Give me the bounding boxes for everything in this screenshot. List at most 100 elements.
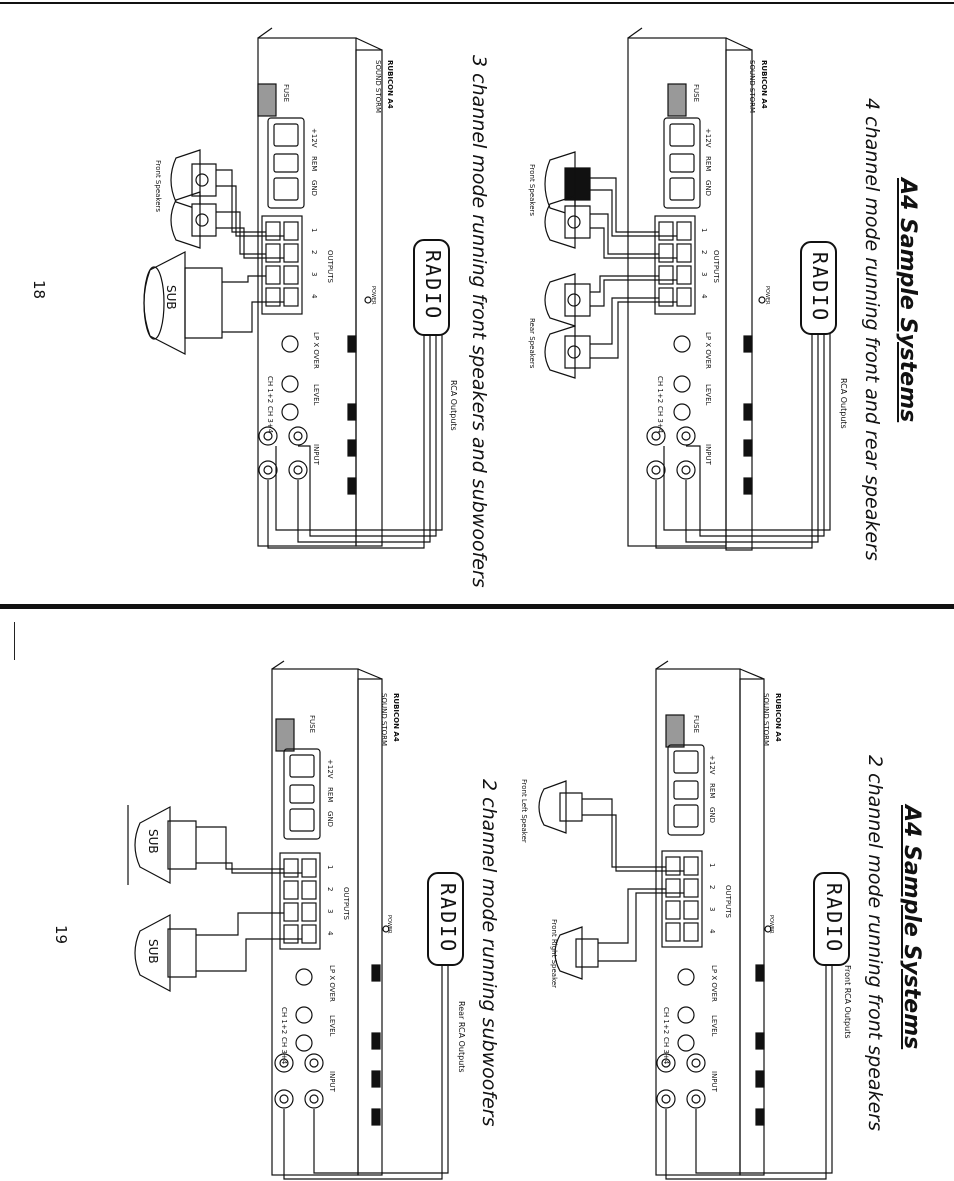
level-knob-ch12-icon [673, 375, 691, 393]
output-number: 2 [708, 885, 716, 890]
amp-brand: SOUND STORM [762, 693, 770, 747]
page-19: A4 Sample Systems 2 channel mode running… [0, 609, 954, 1181]
diagram-4ch [544, 27, 837, 551]
sub-label: SUB [146, 939, 160, 964]
rca-outputs-label: RCA Outputs [449, 380, 458, 431]
radio-box [413, 239, 450, 336]
page-number-18: 18 [30, 280, 48, 300]
diagram-2ch-subs [127, 660, 464, 1180]
rear-speakers-label: Rear Speakers [528, 318, 536, 369]
terminal-gnd: GND [310, 180, 318, 197]
subwoofer-icon [127, 805, 197, 885]
level-knob-ch12-icon [677, 1006, 695, 1024]
diagram-2ch-front-subtitle: 2 channel mode running front speakers [864, 755, 886, 1131]
fuse-icon [275, 718, 295, 752]
terminal-12v: +12V [326, 759, 334, 779]
output-terminal-block [654, 215, 696, 315]
terminal-12v: +12V [708, 755, 716, 775]
ch34-label: CH 3+4 [280, 1037, 288, 1065]
diagram-4ch-subtitle: 4 channel mode running front and rear sp… [861, 98, 883, 561]
terminal-12v: +12V [704, 128, 712, 148]
amp-brand: SOUND STORM [374, 60, 382, 114]
xover-knob-icon [677, 968, 695, 986]
outputs-label: OUTPUTS [712, 250, 720, 283]
output-number: 4 [310, 294, 318, 299]
rca-outputs-label: Rear RCA Outputs [457, 1001, 466, 1073]
output-number: 3 [700, 272, 708, 277]
output-number: 4 [700, 294, 708, 299]
input-label: INPUT [312, 444, 320, 465]
diagram-2ch-subs-subtitle: 2 channel mode running subwoofers [478, 779, 500, 1127]
power-terminal-block [267, 117, 305, 209]
amplifier-side [725, 49, 753, 551]
output-number: 2 [326, 887, 334, 892]
diagram-3ch [143, 27, 450, 549]
ch12-label: CH 1+2 [656, 376, 664, 404]
amplifier-side [739, 678, 765, 1176]
xover-label: LP X OVER [704, 332, 712, 369]
rca-jack-icon [646, 426, 666, 446]
outputs-label: OUTPUTS [724, 885, 732, 918]
input-label: INPUT [710, 1071, 718, 1092]
outputs-label: OUTPUTS [342, 887, 350, 920]
output-number: 2 [700, 250, 708, 255]
rca-jack-icon [656, 1053, 676, 1073]
page-19-drawing [127, 660, 850, 1180]
rca-outputs-label: RCA Outputs [839, 378, 848, 429]
level-knob-ch34-icon [295, 1034, 313, 1052]
page-19-title: A4 Sample Systems [899, 805, 924, 1050]
radio-box [427, 872, 464, 966]
power-label: POWER [768, 915, 774, 934]
xover-knob-icon [673, 335, 691, 353]
front-left-speaker-label: Front Left Speaker [520, 779, 528, 843]
output-number: 3 [326, 909, 334, 914]
sub-label: SUB [164, 285, 178, 310]
fuse-label: FUSE [692, 715, 700, 734]
ch34-label: CH 3+4 [266, 406, 274, 434]
level-knob-ch34-icon [673, 403, 691, 421]
ch12-label: CH 1+2 [662, 1007, 670, 1035]
level-label: LEVEL [328, 1015, 336, 1037]
mode-switch-icon [347, 335, 357, 353]
amp-brand: SOUND STORM [748, 60, 756, 114]
outputs-label: OUTPUTS [326, 250, 334, 283]
radio-label: RADIO [421, 250, 445, 321]
diagram-2ch-front [538, 660, 850, 1180]
level-knob-ch12-icon [295, 1006, 313, 1024]
amplifier-side [355, 49, 383, 547]
input-label: INPUT [704, 444, 712, 465]
output-number: 2 [310, 250, 318, 255]
terminal-rem: REM [310, 156, 318, 172]
output-terminal-block [661, 850, 703, 948]
xover-label: LP X OVER [312, 332, 320, 369]
subwoofer-icon [143, 251, 223, 355]
power-label: POWER [386, 915, 392, 934]
level-knob-ch34-icon [677, 1034, 695, 1052]
output-number: 3 [708, 907, 716, 912]
mode-switch-icon [755, 964, 765, 982]
top-rule [0, 2, 954, 4]
output-number: 4 [708, 929, 716, 934]
amp-model: RUBICON A4 [386, 60, 394, 109]
amp-model: RUBICON A4 [760, 60, 768, 109]
output-number: 1 [700, 228, 708, 233]
output-number: 1 [326, 865, 334, 870]
output-terminal-block [261, 215, 303, 315]
amp-brand: SOUND STORM [380, 693, 388, 747]
amp-model: RUBICON A4 [392, 693, 400, 742]
xover-label: LP X OVER [328, 965, 336, 1002]
terminal-gnd: GND [708, 807, 716, 824]
front-right-speaker-label: Front Right Speaker [550, 919, 558, 989]
power-terminal-block [663, 117, 701, 209]
xover-knob-icon [281, 335, 299, 353]
page-18-drawing [143, 27, 837, 551]
level-label: LEVEL [312, 384, 320, 406]
radio-label: RADIO [436, 883, 460, 954]
terminal-rem: REM [704, 156, 712, 172]
output-number: 3 [310, 272, 318, 277]
level-knob-ch34-icon [281, 403, 299, 421]
xover-knob-icon [295, 968, 313, 986]
diagram-3ch-subtitle: 3 channel mode running front speakers an… [468, 55, 490, 588]
fuse-label: FUSE [308, 715, 316, 734]
